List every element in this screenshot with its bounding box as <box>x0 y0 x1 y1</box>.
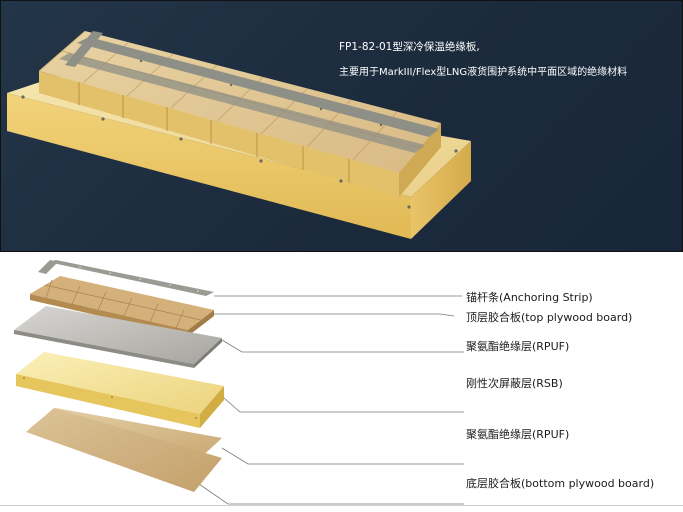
bottom-divider <box>0 505 683 506</box>
label-rpuf-top: 聚氨酯绝缘层(RPUF) <box>466 338 569 354</box>
hero-title: FP1-82-01型深冷保温绝缘板, <box>339 39 480 54</box>
leader-rpuf-bottom <box>222 448 464 464</box>
label-anchoring-strip: 锚杆条(Anchoring Strip) <box>466 289 593 305</box>
leader-rsb <box>224 398 464 412</box>
label-rpuf-bottom: 聚氨酯绝缘层(RPUF) <box>466 426 569 442</box>
label-rsb: 刚性次屏蔽层(RSB) <box>466 375 563 391</box>
label-top-plywood: 顶层胶合板(top plywood board) <box>466 309 632 325</box>
leader-top-plywood <box>214 314 454 316</box>
exploded-view: 锚杆条(Anchoring Strip) 顶层胶合板(top plywood b… <box>0 252 683 507</box>
leader-lines <box>196 296 464 504</box>
hero-subtitle: 主要用于MarkIII/Flex型LNG液货围护系统中平面区域的绝缘材料 <box>339 63 627 78</box>
leader-bottom-plywood <box>196 482 464 504</box>
hero-photo: FP1-82-01型深冷保温绝缘板, 主要用于MarkIII/Flex型LNG液… <box>0 0 683 252</box>
leader-rpuf-top <box>222 340 464 352</box>
label-bottom-plywood: 底层胶合板(bottom plywood board) <box>466 475 654 491</box>
